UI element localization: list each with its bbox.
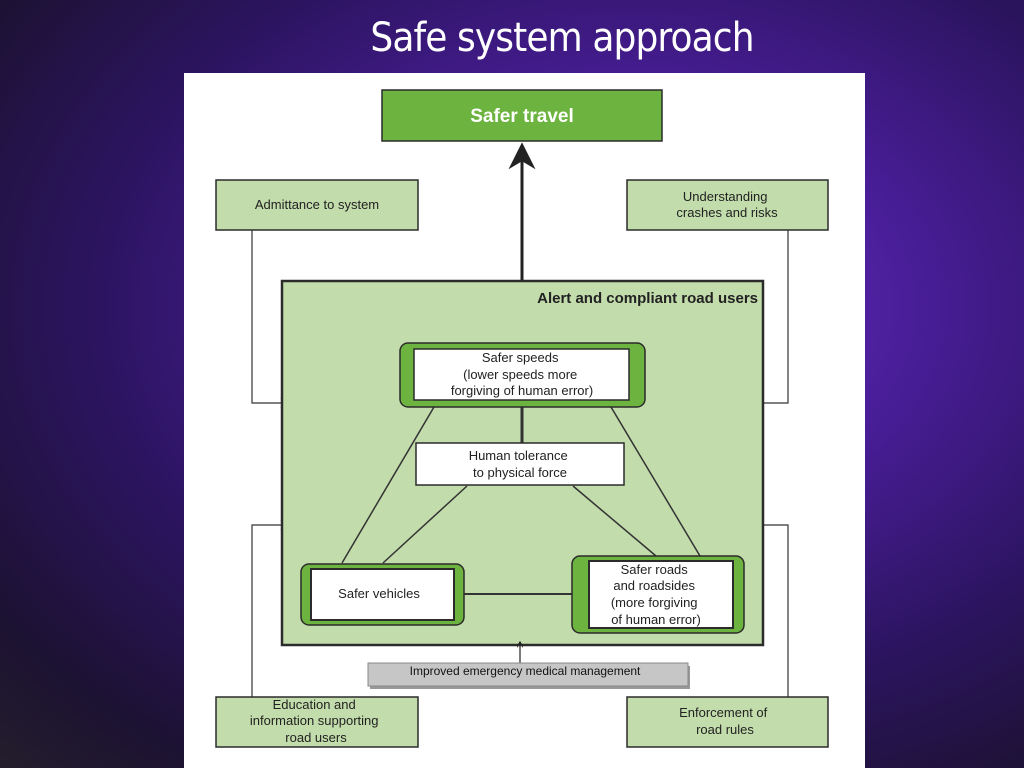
admittance-box (215, 179, 419, 231)
line-tolerance-roads (572, 485, 657, 557)
slide-title: Safe system approach (370, 15, 754, 61)
safer-speeds-box (413, 348, 630, 401)
connector-admittance (251, 230, 292, 409)
enforcement-box (626, 696, 829, 748)
emergency-box (367, 662, 689, 687)
connector-education (251, 519, 292, 697)
enforcement-label: Enforcement of road rules (679, 705, 771, 737)
safer-vehicles-box (310, 568, 455, 621)
education-box (215, 696, 419, 748)
safer-speeds-label: Safer speeds (lower speeds more forgivin… (451, 350, 593, 398)
safer-roads-label: Safer roads and roadsides (more forgivin… (611, 562, 701, 627)
human-tolerance-box (415, 442, 625, 486)
safer-vehicles-label: Safer vehicles (338, 586, 420, 601)
line-speeds-roads (610, 406, 701, 557)
safer-travel-box (381, 89, 663, 142)
line-speeds-vehicles (341, 406, 435, 564)
safer-roads-box (588, 560, 734, 629)
core-title: Alert and compliant road users (537, 290, 758, 307)
admittance-label: Admittance to system (255, 197, 379, 212)
understanding-box (626, 179, 829, 231)
emergency-label: Improved emergency medical management (410, 664, 641, 678)
understanding-label: Understanding crashes and risks (676, 189, 778, 220)
safer-travel-label: Safer travel (470, 106, 574, 127)
line-tolerance-vehicles (382, 485, 468, 564)
education-label: Education and information supporting roa… (250, 697, 382, 745)
human-tolerance-label: Human tolerance to physical force (469, 448, 572, 480)
